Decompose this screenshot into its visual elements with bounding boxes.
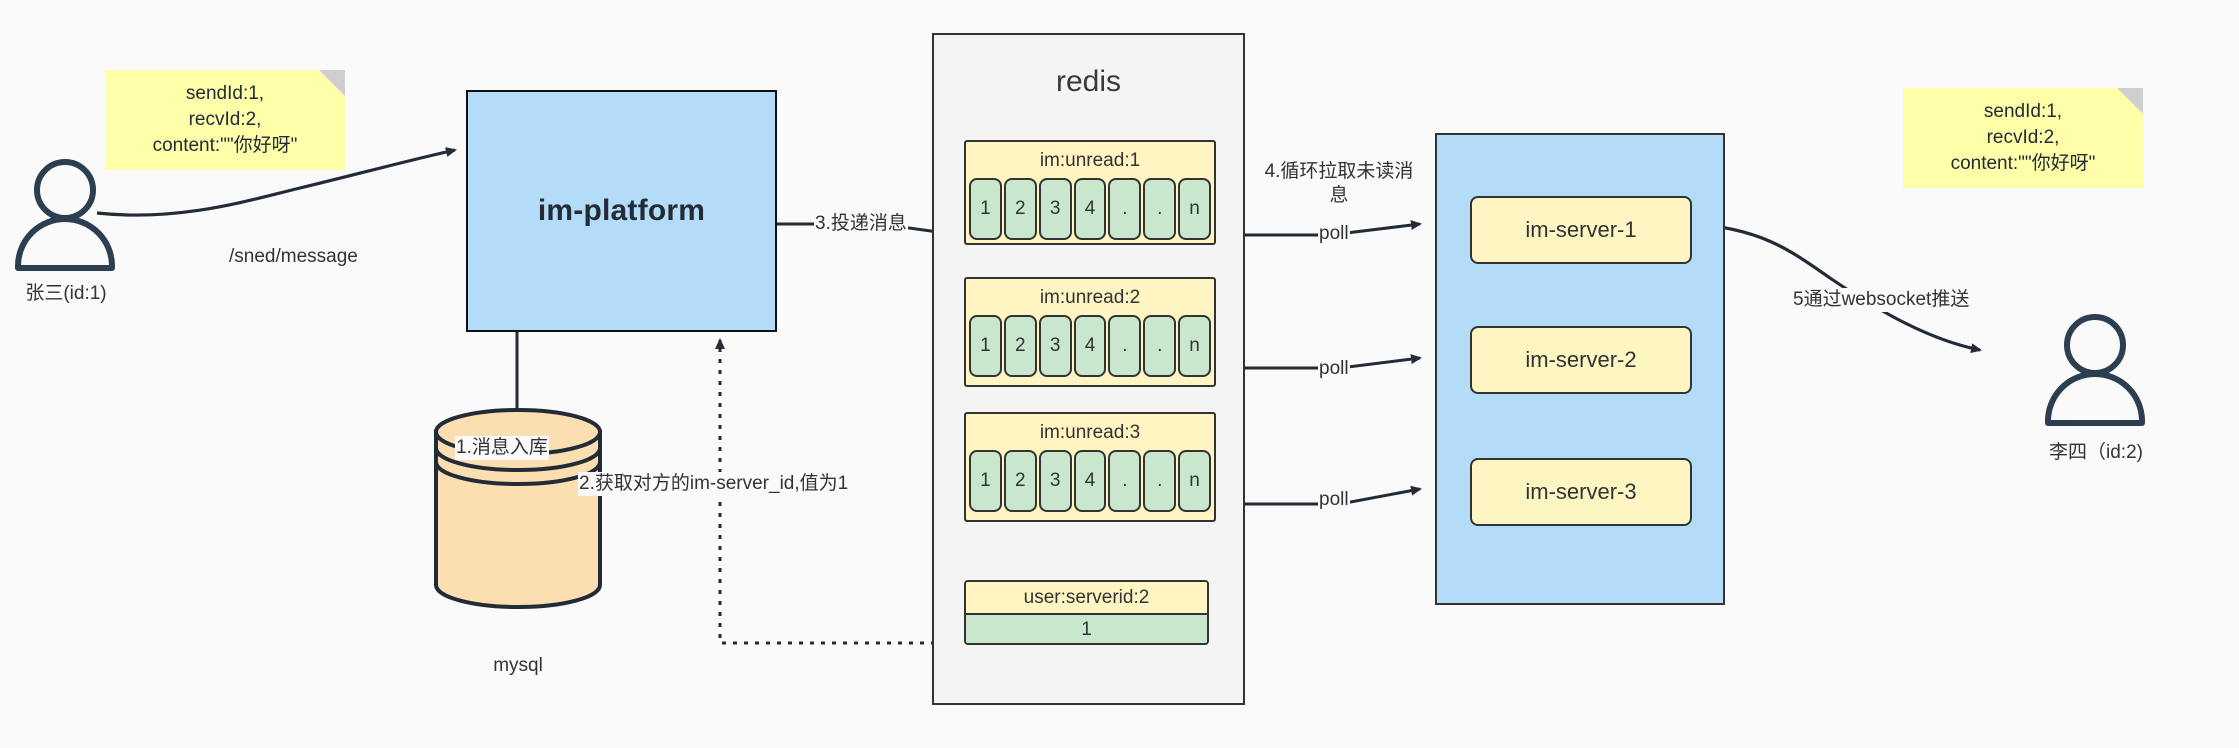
redis-list-im-unread-2[interactable]: im:unread:2 1 2 3 4 . . n bbox=[964, 277, 1216, 387]
redis-cell: n bbox=[1178, 178, 1212, 240]
mysql-label: mysql bbox=[493, 655, 543, 676]
receiver-label: 李四（id:2) bbox=[2049, 442, 2143, 463]
redis-cell: 3 bbox=[1038, 178, 1072, 240]
im-server-1-node[interactable]: im-server-1 bbox=[1470, 196, 1692, 264]
redis-cell: . bbox=[1143, 450, 1177, 512]
edge-label-step2: 2.获取对方的im-server_id,值为1 bbox=[578, 472, 850, 496]
im-platform-label: im-platform bbox=[537, 194, 706, 227]
redis-cell: 1 bbox=[969, 315, 1002, 377]
redis-container: redis im:unread:1 1 2 3 4 . . n im:unrea… bbox=[932, 33, 1245, 705]
receiver-actor-icon bbox=[2045, 314, 2145, 426]
redis-cell: 2 bbox=[1003, 450, 1037, 512]
im-server-3-node[interactable]: im-server-3 bbox=[1470, 458, 1692, 526]
redis-cell: 3 bbox=[1038, 450, 1072, 512]
redis-kv-value: 1 bbox=[966, 613, 1207, 643]
redis-cell: 4 bbox=[1073, 450, 1107, 512]
im-server-2-node[interactable]: im-server-2 bbox=[1470, 326, 1692, 394]
edge-label-send-message: /sned/message bbox=[228, 245, 359, 269]
redis-cell: 4 bbox=[1073, 315, 1107, 377]
im-server-3-label: im-server-3 bbox=[1525, 479, 1637, 504]
redis-kv-user-serverid[interactable]: user:serverid:2 1 bbox=[964, 580, 1209, 645]
edge-label-step3: 3.投递消息 bbox=[814, 212, 908, 236]
edge-label-poll-1: poll bbox=[1318, 222, 1350, 246]
edge-server1-to-receiver bbox=[1691, 222, 1982, 354]
redis-cell: . bbox=[1143, 178, 1177, 240]
redis-list-im-unread-3[interactable]: im:unread:3 1 2 3 4 . . n bbox=[964, 412, 1216, 522]
sticky-note-left-text: sendId:1, recvId:2, content:""你好呀" bbox=[152, 83, 298, 156]
redis-kv-key: user:serverid:2 bbox=[966, 582, 1207, 613]
redis-list-im-unread-1[interactable]: im:unread:1 1 2 3 4 . . n bbox=[964, 140, 1216, 245]
edge-label-step5: 5通过websocket推送 bbox=[1792, 288, 1971, 312]
im-server-2-label: im-server-2 bbox=[1525, 347, 1637, 372]
note-fold-corner-icon bbox=[319, 70, 345, 96]
im-server-1-label: im-server-1 bbox=[1525, 217, 1637, 242]
edge-label-poll-3: poll bbox=[1318, 488, 1350, 512]
sticky-note-left: sendId:1, recvId:2, content:""你好呀" bbox=[105, 70, 345, 170]
redis-cell: 2 bbox=[1003, 315, 1037, 377]
edge-label-step4: 4.循环拉取未读消 息 bbox=[1258, 160, 1420, 208]
redis-list-key: im:unread:1 bbox=[1039, 150, 1141, 171]
redis-cell: 2 bbox=[1003, 178, 1037, 240]
redis-list-cells: 1 2 3 4 . . n bbox=[969, 450, 1212, 512]
redis-cell: 1 bbox=[969, 178, 1002, 240]
redis-cell: . bbox=[1108, 315, 1142, 377]
sender-actor-icon bbox=[15, 159, 115, 271]
redis-cell: n bbox=[1178, 450, 1212, 512]
redis-cell: 4 bbox=[1073, 178, 1107, 240]
redis-cell: . bbox=[1108, 178, 1142, 240]
sticky-note-right-text: sendId:1, recvId:2, content:""你好呀" bbox=[1950, 101, 2096, 174]
redis-title: redis bbox=[1055, 65, 1122, 98]
redis-cell: n bbox=[1178, 315, 1212, 377]
redis-list-cells: 1 2 3 4 . . n bbox=[969, 315, 1212, 377]
redis-list-key: im:unread:3 bbox=[1039, 422, 1141, 443]
im-server-cluster: im-server-1 im-server-2 im-server-3 bbox=[1435, 133, 1725, 605]
sender-label: 张三(id:1) bbox=[25, 283, 107, 304]
redis-cell: . bbox=[1108, 450, 1142, 512]
edge-label-poll-2: poll bbox=[1318, 357, 1350, 381]
redis-cell: 1 bbox=[969, 450, 1002, 512]
redis-cell: 3 bbox=[1038, 315, 1072, 377]
edge-label-step1: 1.消息入库 bbox=[455, 436, 549, 460]
redis-list-cells: 1 2 3 4 . . n bbox=[969, 178, 1212, 240]
note-fold-corner-icon bbox=[2117, 88, 2143, 114]
im-platform-node[interactable]: im-platform bbox=[466, 90, 777, 332]
sticky-note-right: sendId:1, recvId:2, content:""你好呀" bbox=[1903, 88, 2143, 188]
redis-cell: . bbox=[1143, 315, 1177, 377]
redis-list-key: im:unread:2 bbox=[1039, 287, 1141, 308]
